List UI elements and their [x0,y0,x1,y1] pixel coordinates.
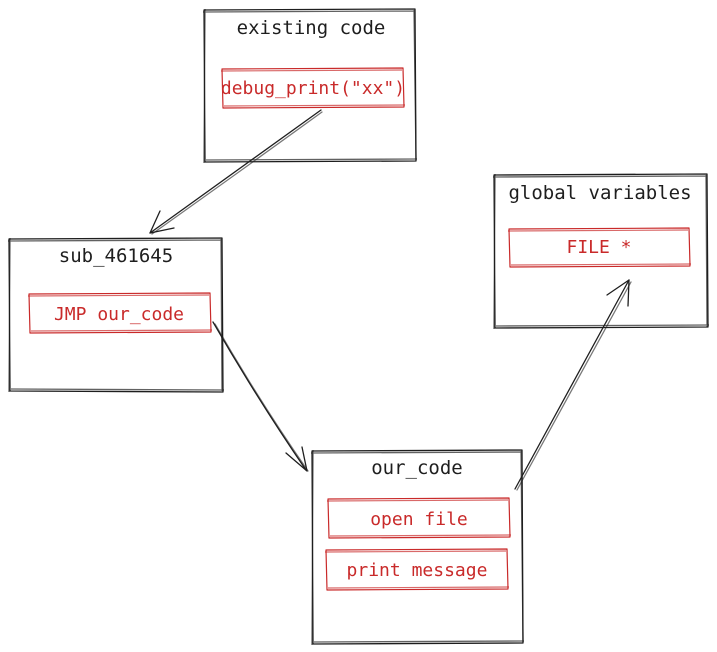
print-message-item: print message [324,548,510,591]
debug-print-item: debug_print("xx") [221,67,405,109]
sub-461645-title: sub_461645 [59,245,173,267]
file-pointer-label: FILE * [566,237,631,258]
existing-code-title: existing code [237,17,386,39]
our-code-title: our_code [371,457,463,479]
print-message-label: print message [347,560,488,581]
arrow-sub-to-our-code [212,321,309,472]
arrow-existing-to-sub [149,109,323,235]
file-pointer-item: FILE * [507,227,692,268]
debug-print-label: debug_print("xx") [221,78,405,99]
arrow-our-code-to-globals [514,279,632,491]
our-code-box: our_code open file print message [310,449,525,646]
global-variables-title: global variables [508,182,691,204]
open-file-label: open file [370,509,468,530]
jmp-our-code-item: JMP our_code [27,292,213,334]
global-variables-box: global variables FILE * [492,173,710,330]
existing-code-box: existing code debug_print("xx") [202,8,418,164]
open-file-item: open file [326,497,512,539]
sub-461645-box: sub_461645 JMP our_code [7,237,225,393]
jmp-our-code-label: JMP our_code [54,304,184,325]
